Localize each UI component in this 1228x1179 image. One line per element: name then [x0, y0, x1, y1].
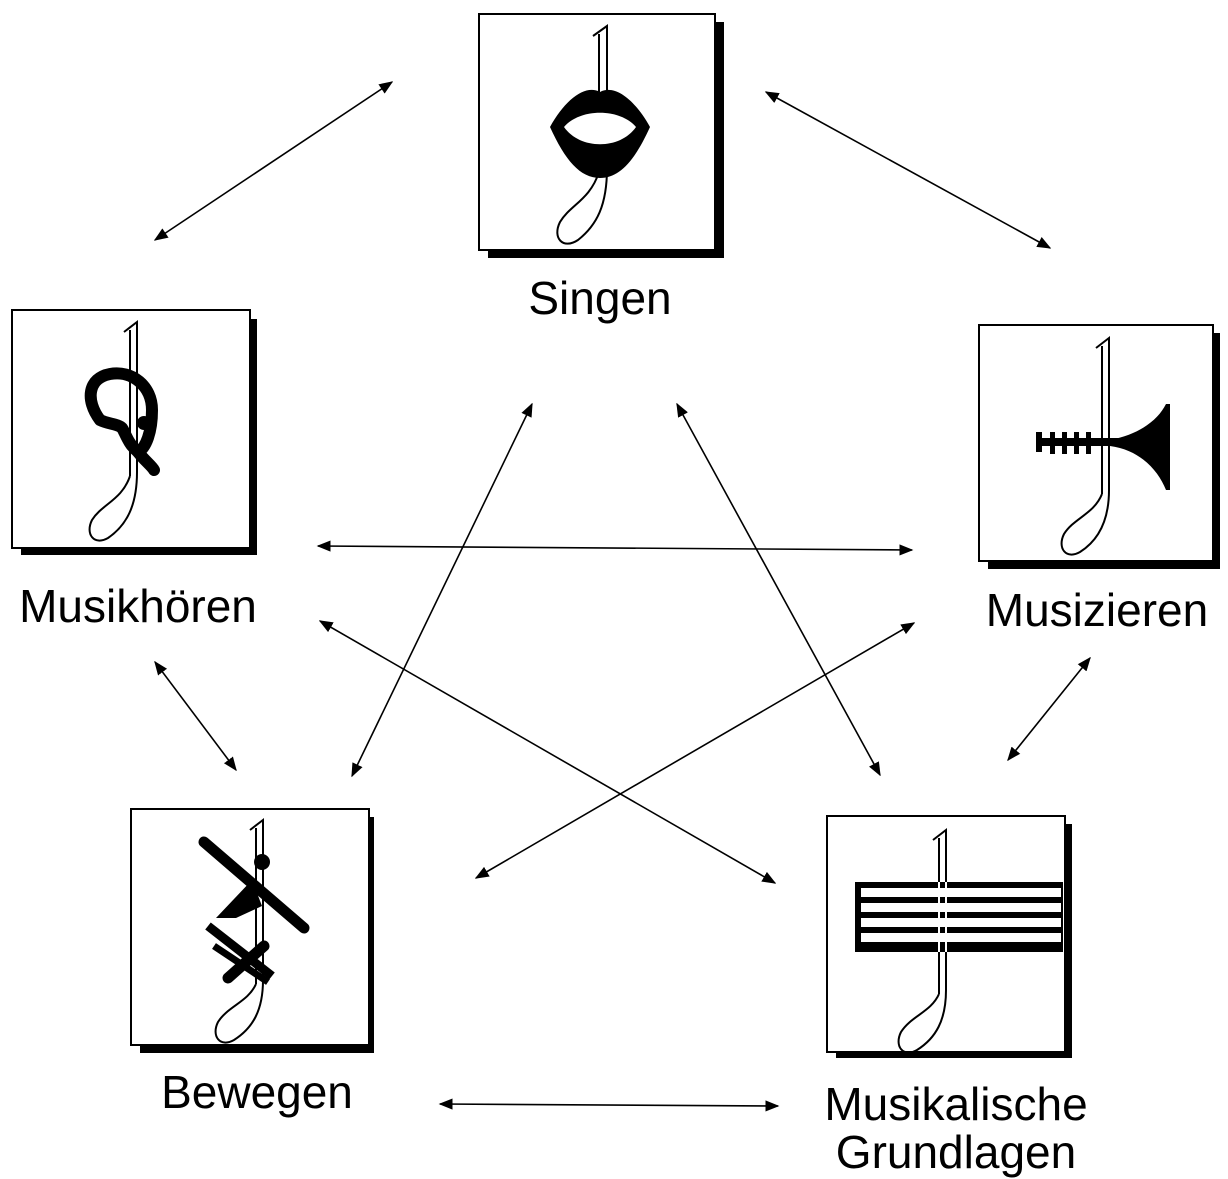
label-grundlagen-line2: Grundlagen: [836, 1126, 1076, 1178]
arrow-singen-musizieren: [764, 91, 1052, 249]
label-grundlagen-line1: Musikalische: [824, 1078, 1087, 1130]
arrow-musikhoeren-bewegen: [154, 660, 237, 772]
arrow-musikhoeren-musizieren: [316, 540, 914, 556]
trumpet-icon: [1036, 335, 1170, 556]
staff-lines-icon: [855, 827, 1063, 1054]
mouth-icon: [550, 24, 650, 245]
ear-icon: [84, 319, 160, 542]
label-singen: Singen: [528, 272, 671, 324]
node-bewegen: Bewegen: [130, 808, 374, 1118]
arrow-singen-bewegen: [351, 402, 533, 778]
label-musikhoeren: Musikhören: [19, 580, 257, 632]
arrow-singen-grundlagen: [676, 402, 881, 777]
movement-icon: [198, 817, 310, 1044]
arrow-musizieren-grundlagen: [1007, 656, 1091, 762]
arrow-bewegen-grundlagen: [438, 1098, 780, 1112]
node-grundlagen: Musikalische Grundlagen: [824, 815, 1088, 1178]
arrow-musizieren-bewegen: [474, 622, 916, 879]
box-frame: [130, 808, 370, 1046]
arrow-singen-musikhoeren: [153, 81, 394, 241]
arrow-musikhoeren-grundlagen: [318, 620, 777, 884]
node-singen: Singen: [478, 13, 724, 324]
node-musikhoeren: Musikhören: [11, 309, 257, 632]
label-musizieren: Musizieren: [986, 584, 1208, 636]
node-musizieren: Musizieren: [978, 324, 1220, 636]
label-bewegen: Bewegen: [161, 1066, 353, 1118]
